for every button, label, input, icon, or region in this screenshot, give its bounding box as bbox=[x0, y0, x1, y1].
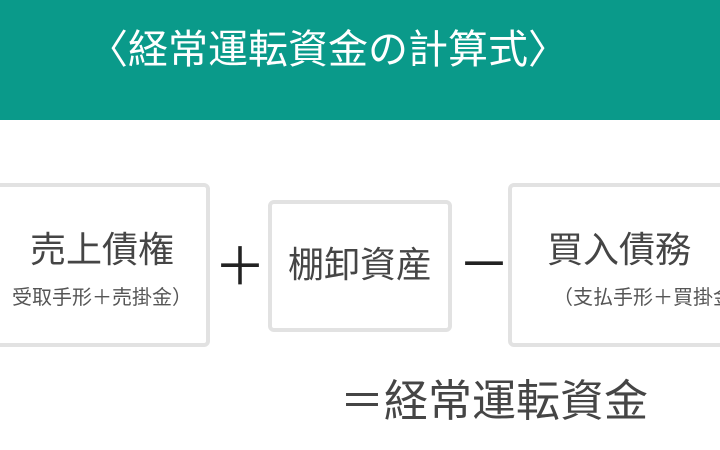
payables-detail: （支払手形＋買掛金 bbox=[553, 285, 720, 309]
receivables-label: 売上債権 bbox=[29, 230, 174, 271]
header-banner: 〈経常運転資金の計算式〉 bbox=[0, 0, 720, 120]
page-title: 〈経常運転資金の計算式〉 bbox=[88, 27, 568, 73]
receivables-detail: 受取手形＋売掛金） bbox=[12, 285, 192, 309]
formula-result: ＝経常運転資金 bbox=[340, 376, 648, 427]
receivables-box: 売上債権 受取手形＋売掛金） bbox=[0, 183, 210, 347]
payables-label: 買入債務 bbox=[546, 230, 691, 271]
inventory-box: 棚卸資産 bbox=[268, 200, 452, 332]
inventory-label: 棚卸資産 bbox=[287, 245, 432, 286]
payables-box: 買入債務 （支払手形＋買掛金 bbox=[508, 183, 720, 347]
minus-operator: － bbox=[458, 236, 511, 296]
plus-operator: ＋ bbox=[214, 238, 267, 298]
